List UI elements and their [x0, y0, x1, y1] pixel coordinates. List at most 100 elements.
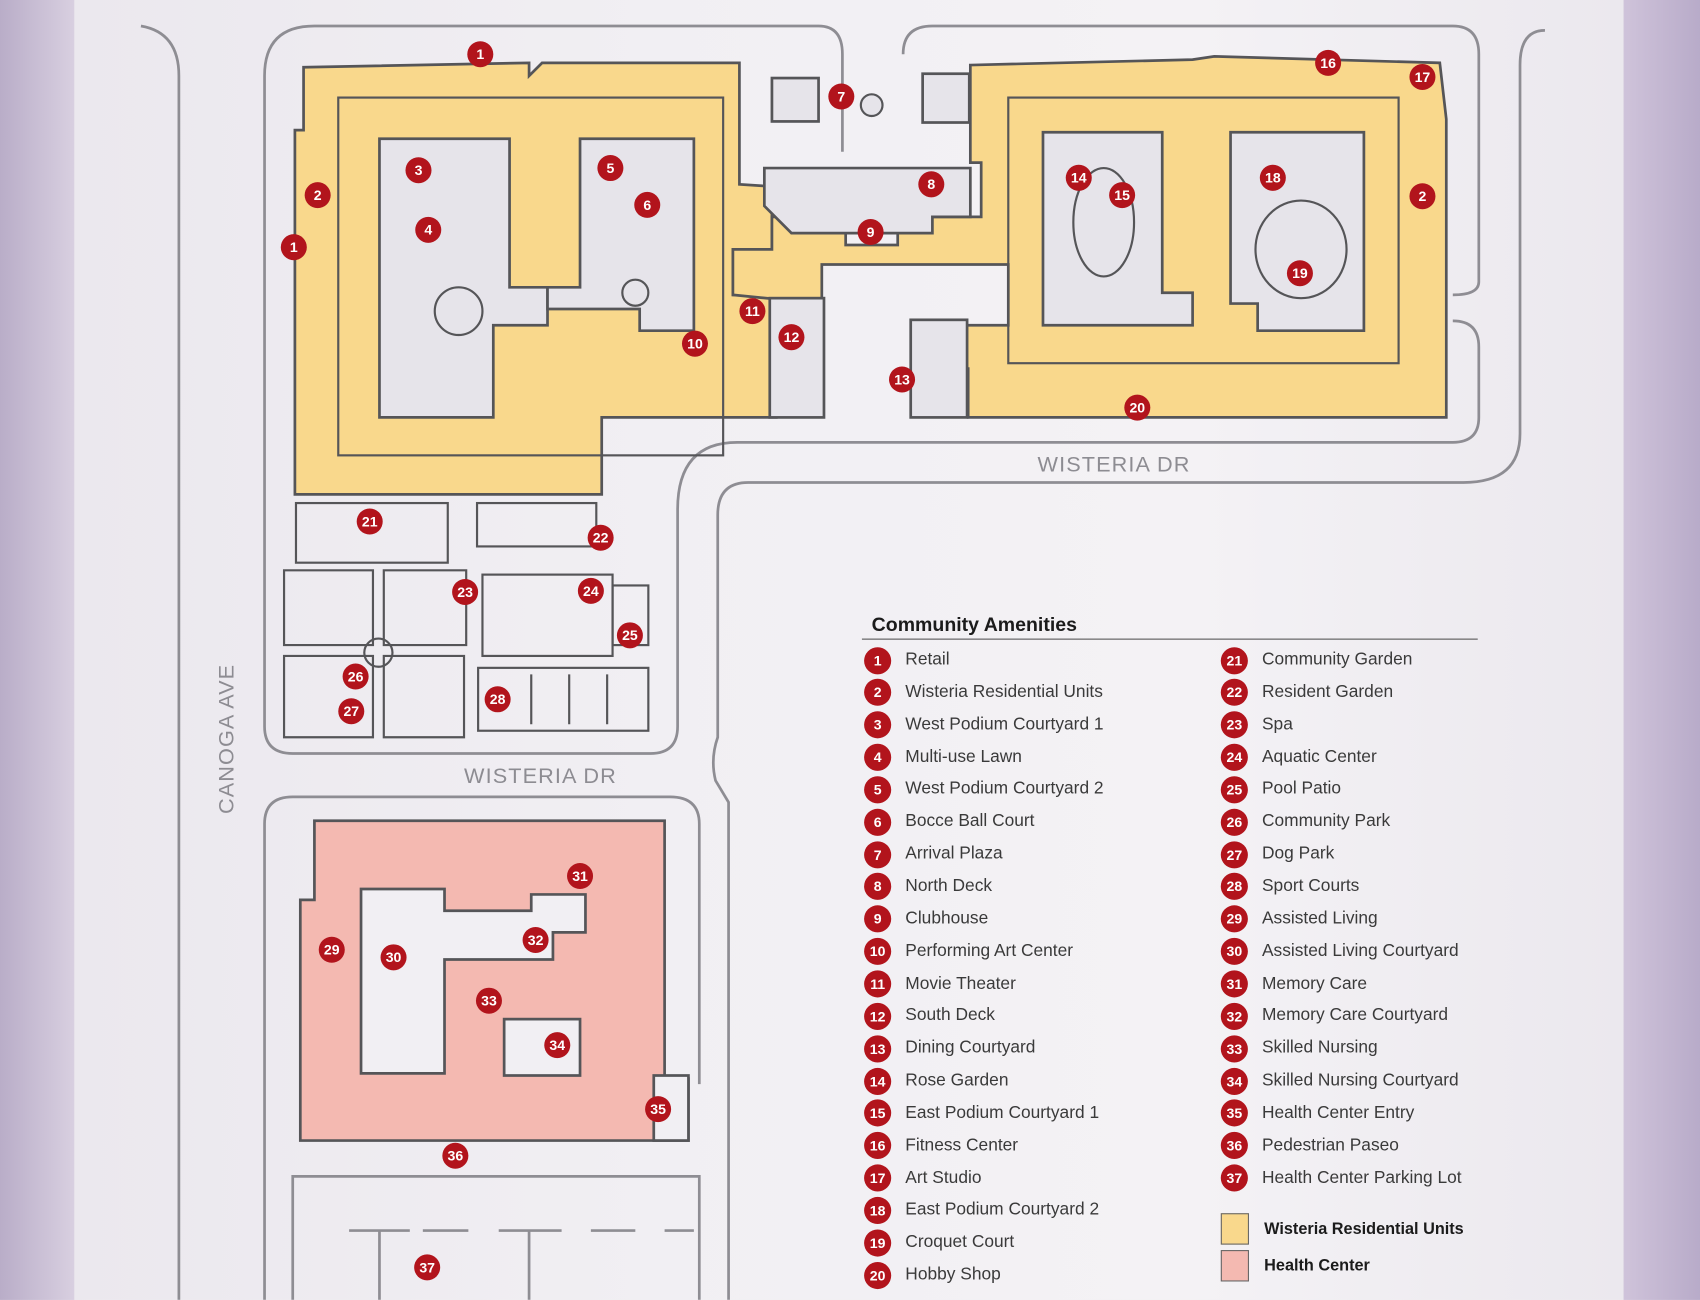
marker-badge: 25	[1220, 776, 1248, 804]
map-marker-33[interactable]: 33	[475, 987, 502, 1014]
marker-badge: 36	[1220, 1132, 1248, 1160]
map-marker-14[interactable]: 14	[1065, 164, 1092, 191]
marker-badge: 15	[864, 1099, 892, 1127]
map-marker-7[interactable]: 7	[828, 83, 855, 110]
map-marker-2[interactable]: 2	[304, 182, 331, 209]
map-marker-28[interactable]: 28	[484, 686, 511, 713]
map-marker-31[interactable]: 31	[567, 863, 594, 890]
legend-item-label: Dog Park	[1261, 844, 1335, 864]
marker-circle	[634, 191, 661, 218]
marker-circle	[1065, 164, 1092, 191]
east-inner-outline	[1007, 96, 1400, 365]
legend-item-label: Hobby Shop	[905, 1265, 1001, 1284]
west-courtyard-1	[378, 137, 549, 419]
marker-badge: 9	[864, 905, 892, 933]
west-residential-building	[293, 61, 778, 496]
marker-circle	[1315, 49, 1342, 76]
map-marker-35[interactable]: 35	[645, 1096, 672, 1123]
map-marker-8[interactable]: 8	[918, 171, 945, 198]
map-marker-9[interactable]: 9	[857, 219, 884, 246]
marker-number: 2	[1419, 188, 1427, 204]
marker-number: 9	[867, 224, 875, 240]
map-marker-25[interactable]: 25	[616, 622, 643, 649]
marker-circle	[475, 987, 502, 1014]
marker-circle	[681, 330, 708, 357]
map-marker-1[interactable]: 1	[280, 234, 307, 261]
map-marker-3[interactable]: 3	[405, 157, 432, 184]
marker-number: 1	[290, 239, 298, 255]
marker-circle	[442, 1142, 469, 1169]
legend-item-label: Assisted Living Courtyard	[1261, 941, 1459, 961]
map-marker-20[interactable]: 20	[1124, 394, 1151, 421]
marker-circle	[338, 698, 365, 725]
legend-item-label: North Deck	[905, 877, 993, 896]
block-curbs	[263, 24, 1481, 1300]
parking-lot	[291, 1174, 701, 1300]
street-label-wisteria-north: WISTERIA DR	[1037, 453, 1191, 478]
map-marker-12[interactable]: 12	[778, 324, 805, 351]
legend-item-label: East Podium Courtyard 1	[905, 1103, 1100, 1123]
marker-circle	[452, 578, 479, 605]
map-marker-6[interactable]: 6	[634, 191, 661, 218]
map-marker-37[interactable]: 37	[414, 1254, 441, 1281]
marker-number: 2	[314, 187, 322, 203]
map-marker-4[interactable]: 4	[415, 216, 442, 243]
marker-badge: 19	[864, 1229, 892, 1257]
map-marker-18[interactable]: 18	[1259, 164, 1286, 191]
legend-item-label: East Podium Courtyard 2	[905, 1200, 1100, 1220]
map-marker-2[interactable]: 2	[1409, 183, 1436, 210]
lawn-circle	[433, 286, 484, 337]
marker-circle	[778, 324, 805, 351]
map-marker-13[interactable]: 13	[889, 366, 916, 393]
marker-circle	[857, 219, 884, 246]
map-marker-32[interactable]: 32	[522, 926, 549, 953]
marker-number: 34	[549, 1037, 565, 1053]
marker-badge: 26	[1220, 808, 1248, 836]
map-marker-26[interactable]: 26	[342, 663, 369, 690]
marker-circle	[587, 524, 614, 551]
map-marker-27[interactable]: 27	[338, 698, 365, 725]
marker-number: 12	[784, 329, 800, 345]
marker-badge: 14	[864, 1067, 892, 1095]
health-center	[298, 819, 690, 1142]
legend-item-label: Fitness Center	[905, 1135, 1019, 1155]
legend-title: Community Amenities	[871, 613, 1077, 636]
map-marker-34[interactable]: 34	[544, 1032, 571, 1059]
map-marker-21[interactable]: 21	[356, 508, 383, 535]
legend-item-label: Retail	[905, 650, 950, 669]
map-marker-10[interactable]: 10	[681, 330, 708, 357]
marker-badge: 30	[1220, 937, 1248, 966]
marker-number: 6	[643, 197, 651, 213]
legend-item-label: Community Park	[1261, 812, 1391, 831]
legend-item: 19 Croquet Court	[864, 1229, 1014, 1257]
map-marker-5[interactable]: 5	[597, 155, 624, 182]
marker-badge: 20	[864, 1261, 892, 1289]
map-marker-24[interactable]: 24	[577, 577, 604, 604]
legend-item-label: Aquatic Center	[1261, 747, 1377, 767]
map-marker-19[interactable]: 19	[1286, 260, 1313, 287]
map-marker-23[interactable]: 23	[452, 578, 479, 605]
map-marker-16[interactable]: 16	[1315, 49, 1342, 76]
marker-badge: 3	[864, 711, 892, 739]
legend-item-label: Croquet Court	[905, 1233, 1015, 1252]
map-marker-15[interactable]: 15	[1109, 182, 1136, 209]
legend-item-label: Assisted Living	[1261, 909, 1378, 928]
legend-key-label: Health Center	[1264, 1256, 1370, 1275]
map-marker-30[interactable]: 30	[380, 944, 407, 971]
map-marker-22[interactable]: 22	[587, 524, 614, 551]
marker-circle	[380, 944, 407, 971]
map-marker-29[interactable]: 29	[318, 936, 345, 963]
map-marker-1[interactable]: 1	[467, 41, 494, 68]
marker-number: 28	[490, 691, 506, 707]
map-marker-17[interactable]: 17	[1409, 63, 1436, 90]
map-marker-11[interactable]: 11	[739, 298, 766, 325]
map-marker-36[interactable]: 36	[442, 1142, 469, 1169]
legend-key: Health Center	[1220, 1250, 1370, 1282]
marker-number: 29	[324, 942, 340, 958]
